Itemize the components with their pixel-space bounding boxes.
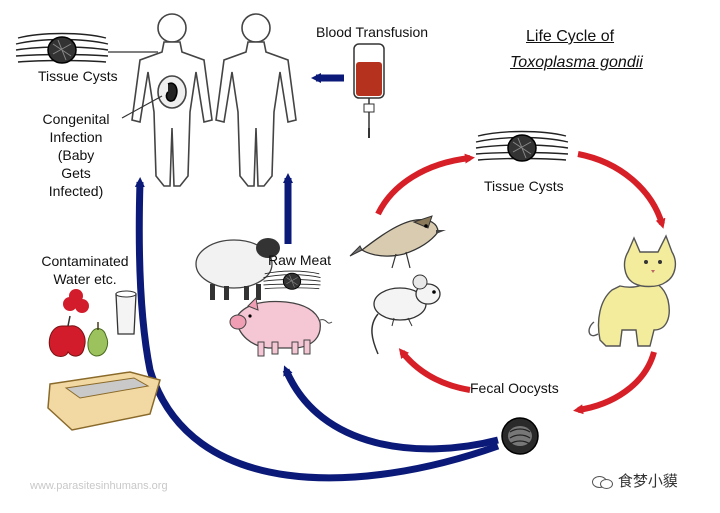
sheep-icon bbox=[195, 238, 280, 300]
cat-to-oocysts-arrow bbox=[573, 351, 657, 415]
oocyst-to-pig-arrow bbox=[282, 365, 499, 453]
brand-badge: 食梦小貘 bbox=[592, 470, 678, 491]
brand-name: 食梦小貘 bbox=[617, 473, 678, 490]
congenital-line-4: Gets bbox=[61, 165, 91, 181]
human-figure-pregnant bbox=[131, 13, 213, 187]
raw-meat-cysts-icon bbox=[263, 270, 321, 290]
contaminated-line-1: Contaminated bbox=[41, 253, 129, 269]
oocysts-to-prey-arrow bbox=[398, 348, 471, 393]
congenital-line-1: Congenital bbox=[42, 111, 110, 127]
congenital-line-2: Infection bbox=[49, 129, 103, 145]
contaminated-line-2: Water etc. bbox=[53, 271, 117, 287]
congenital-line-5: Infected) bbox=[48, 183, 104, 199]
raw-meat-label: Raw Meat bbox=[268, 252, 332, 268]
diagram-title-line1: Life Cycle of bbox=[526, 28, 615, 45]
tissue-cysts-right-icon bbox=[475, 130, 569, 162]
blood-transfusion-label: Blood Transfusion bbox=[316, 24, 429, 40]
congenital-leader-line bbox=[121, 95, 163, 119]
wechat-icon bbox=[592, 474, 614, 490]
tissue-cysts-right-label: Tissue Cysts bbox=[484, 178, 564, 194]
fecal-oocysts-label: Fecal Oocysts bbox=[470, 380, 559, 396]
blood-bag-icon bbox=[353, 43, 385, 138]
congenital-line-3: (Baby bbox=[57, 147, 95, 163]
human-figure bbox=[215, 13, 297, 187]
contaminated-water-label: Contaminated Water etc. bbox=[30, 252, 140, 288]
congenital-infection-label: Congenital Infection (Baby Gets Infected… bbox=[30, 110, 122, 200]
cysts-to-cat-arrow bbox=[577, 151, 666, 229]
tissue-cysts-left-label: Tissue Cysts bbox=[38, 68, 118, 84]
oocyst-icon bbox=[501, 417, 539, 455]
oocyst-to-human-arrow bbox=[134, 177, 500, 482]
cat-icon bbox=[588, 234, 677, 347]
pig-icon bbox=[229, 296, 333, 357]
fruit-and-water-icons bbox=[48, 289, 137, 357]
bird-icon bbox=[349, 215, 446, 269]
diagram-title-line2: Toxoplasma gondii bbox=[510, 54, 643, 71]
prey-to-cysts-arrow bbox=[375, 153, 475, 216]
mouse-icon bbox=[371, 274, 441, 355]
watermark-url: www.parasitesinhumans.org bbox=[30, 480, 168, 492]
litter-box-icon bbox=[47, 371, 161, 431]
tissue-cysts-left-icon bbox=[15, 32, 109, 64]
